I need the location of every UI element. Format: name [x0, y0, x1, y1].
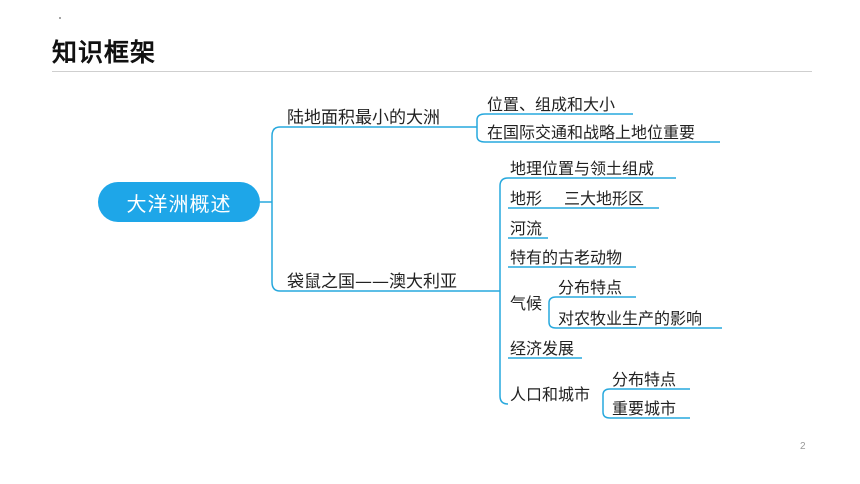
population-child1-label: 分布特点 — [612, 370, 677, 389]
b2-terrain-label: 地形 — [510, 189, 543, 208]
population-child2-label: 重要城市 — [612, 399, 677, 418]
b2-location-label: 地理位置与领土组成 — [510, 159, 655, 178]
branch1-brace — [476, 113, 486, 143]
main-trunk — [271, 126, 281, 292]
b2-animals-label: 特有的古老动物 — [510, 248, 623, 267]
root-node: 大洋洲概述 — [98, 182, 260, 222]
b2-terrain-detail-label: 三大地形区 — [564, 189, 645, 208]
b1-child2-label: 在国际交通和战略上地位重要 — [487, 123, 696, 142]
climate-child2-label: 对农牧业生产的影响 — [558, 309, 703, 328]
branch1-label: 陆地面积最小的大洲 — [287, 108, 440, 128]
b2-population-label: 人口和城市 — [510, 385, 591, 404]
climate-child1-label: 分布特点 — [558, 278, 623, 297]
b1-child1-label: 位置、组成和大小 — [487, 95, 616, 114]
b2-rivers-label: 河流 — [510, 219, 543, 238]
title-divider — [52, 71, 812, 72]
decorative-dot — [59, 17, 61, 19]
branch2-label: 袋鼠之国——澳大利亚 — [287, 272, 457, 292]
population-brace — [602, 388, 611, 419]
b2-climate-label: 气候 — [510, 294, 543, 313]
page-title: 知识框架 — [52, 38, 157, 67]
page-number: 2 — [800, 441, 806, 452]
b2-economy-label: 经济发展 — [510, 339, 575, 358]
climate-brace — [548, 296, 557, 329]
branch2-brace — [499, 177, 509, 405]
